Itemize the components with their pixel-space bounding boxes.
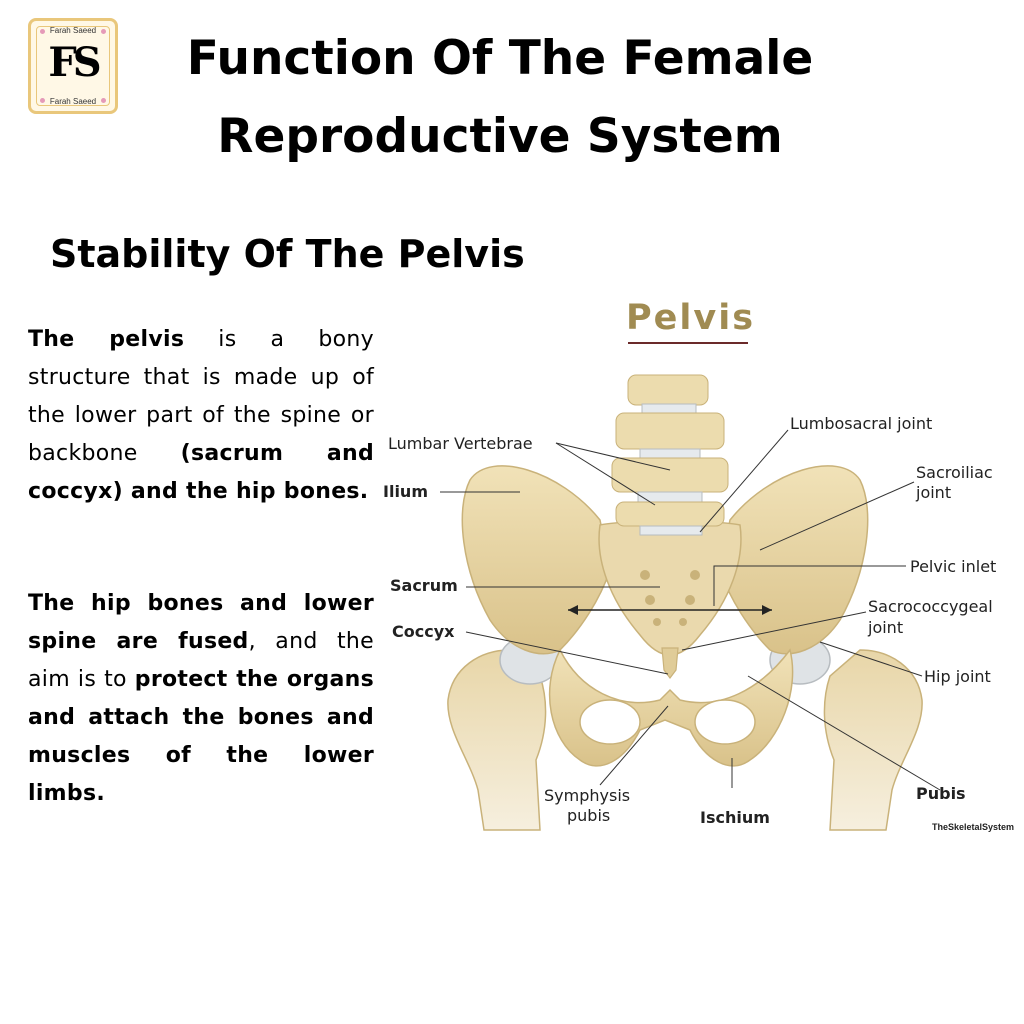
- section-title: Stability Of The Pelvis: [50, 232, 525, 276]
- logo-name-bottom: Farah Saeed: [49, 97, 97, 106]
- label-sacrum: Sacrum: [390, 576, 458, 595]
- logo-name-top: Farah Saeed: [49, 26, 97, 35]
- emphasis-text: protect the organs and attach the bones …: [28, 667, 374, 806]
- emphasis-text: The hip bones and lower spine are fused: [28, 591, 374, 654]
- label-symphysis-line1: Symphysis: [544, 786, 631, 805]
- label-lumbar-vertebrae: Lumbar Vertebrae: [388, 434, 533, 453]
- right-femur: [823, 649, 923, 831]
- logo-monogram: FS: [48, 39, 101, 86]
- label-sacrococcygeal-line2: joint: [868, 618, 904, 637]
- logo-dot: [40, 98, 45, 103]
- label-coccyx: Coccyx: [392, 622, 455, 641]
- left-ilium: [461, 465, 611, 655]
- pelvis-description: The pelvis is a bony structure that is m…: [28, 321, 374, 511]
- lumbar-vertebrae: [611, 374, 729, 536]
- label-sacrococcygeal-line1: Sacrococcygeal: [868, 597, 993, 616]
- coccyx: [661, 647, 679, 679]
- label-pubis: Pubis: [916, 784, 966, 803]
- image-credit: TheSkeletalSystem: [932, 822, 1015, 832]
- left-femur: [447, 649, 547, 831]
- hip-bones-description: The hip bones and lower spine are fused,…: [28, 585, 374, 813]
- label-leader-lines: [440, 429, 941, 791]
- label-hip-joint: Hip joint: [924, 667, 991, 686]
- emphasis-text: The pelvis: [28, 327, 185, 352]
- logo-dot: [101, 29, 106, 34]
- logo-dot: [101, 98, 106, 103]
- logo-frame: [36, 26, 110, 106]
- label-ischium: Ischium: [700, 808, 770, 827]
- logo-dot: [40, 29, 45, 34]
- figure-title-underline: [628, 342, 748, 344]
- right-ilium: [719, 465, 869, 655]
- sacral-foramina: [640, 570, 700, 626]
- label-sacroiliac-line1: Sacroiliac: [916, 463, 993, 482]
- label-symphysis-line2: pubis: [567, 806, 611, 825]
- left-obturator: [579, 699, 641, 745]
- label-sacroiliac-line2: joint: [916, 483, 952, 502]
- sacrum: [598, 520, 742, 656]
- brand-logo: Farah Saeed FS Farah Saeed: [28, 18, 118, 114]
- right-obturator: [694, 699, 756, 745]
- body-text: , and the aim is to: [28, 629, 374, 692]
- label-ilium: Ilium: [383, 482, 428, 501]
- emphasis-text: (sacrum and coccyx) and the hip bones.: [28, 441, 374, 504]
- label-pelvic-inlet: Pelvic inlet: [910, 557, 997, 576]
- page-title: Function Of The Female Reproductive Syst…: [186, 31, 814, 164]
- body-text: is a bony structure that is made up of t…: [28, 327, 374, 466]
- label-lumbosacral-joint: Lumbosacral joint: [790, 414, 933, 433]
- figure-title: Pelvis: [626, 298, 756, 338]
